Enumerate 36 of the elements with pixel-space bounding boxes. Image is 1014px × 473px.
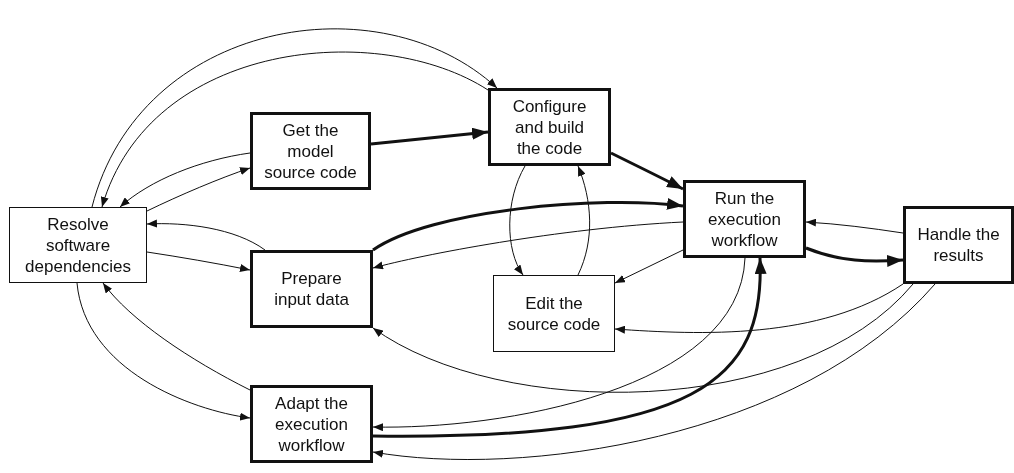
arrow (805, 246, 904, 267)
arrow (509, 165, 526, 276)
process-box (488, 88, 611, 166)
arrow (805, 218, 904, 234)
process-box (250, 112, 371, 190)
arrow (146, 167, 251, 212)
box-label: Handle the results (916, 224, 1001, 266)
arrow (372, 283, 914, 393)
process-box (903, 206, 1014, 284)
process-box (9, 207, 147, 283)
arrow (119, 152, 251, 208)
box-label: Configure and build the code (511, 95, 588, 159)
arrow (614, 283, 904, 334)
arrow (372, 283, 936, 460)
arrow (370, 127, 489, 146)
arrow (102, 282, 251, 391)
arrow (146, 251, 251, 272)
process-box (250, 250, 373, 328)
process-box (683, 180, 806, 258)
box-label: Run the execution workflow (707, 187, 782, 251)
box-label: Adapt the execution workflow (274, 392, 349, 456)
arrow (101, 51, 489, 208)
box-label: Resolve software dependencies (24, 213, 132, 277)
arrow (372, 198, 684, 252)
arrow (577, 165, 591, 276)
arrow (610, 151, 684, 191)
process-box (250, 385, 373, 463)
arrow (614, 249, 684, 284)
process-box (493, 275, 615, 352)
box-label: Get the model source code (263, 119, 358, 183)
box-label: Edit the source code (506, 292, 602, 335)
arrow (372, 221, 684, 270)
arrow (76, 282, 251, 421)
arrow (146, 219, 266, 251)
arrow (91, 28, 498, 208)
box-label: Prepare input data (273, 268, 350, 310)
